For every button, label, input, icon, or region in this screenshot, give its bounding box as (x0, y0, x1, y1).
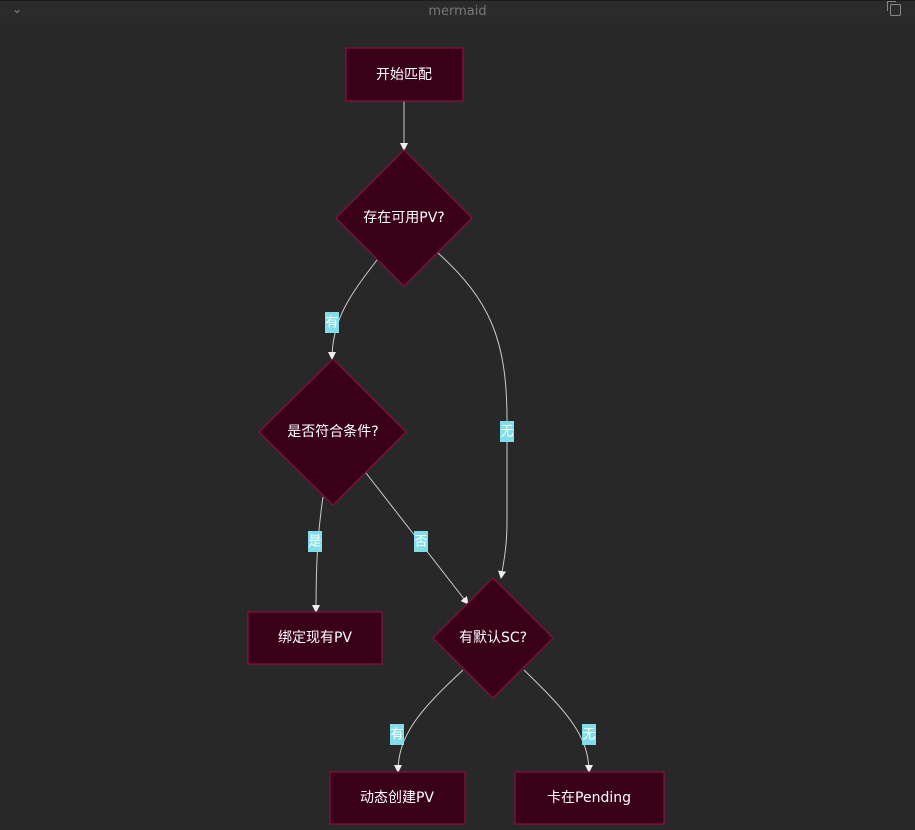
window-title: mermaid (428, 4, 487, 19)
svg-text:无: 无 (582, 728, 595, 743)
svg-text:否: 否 (414, 535, 427, 550)
svg-text:无: 无 (500, 425, 513, 440)
svg-text:存在可用PV?: 存在可用PV? (363, 210, 444, 226)
chevron-down-icon[interactable]: ⌄ (12, 2, 23, 16)
node-default-sc: 有默认SC? (432, 577, 554, 699)
edge-sc-yes (394, 669, 464, 773)
svg-text:是否符合条件?: 是否符合条件? (287, 423, 378, 440)
edge-has-pv-no (437, 252, 508, 579)
edge-sc-no (523, 669, 593, 773)
edge-matches-yes (312, 496, 324, 613)
svg-text:绑定现有PV: 绑定现有PV (278, 630, 352, 646)
edge-has-pv-yes (328, 259, 378, 360)
copy-icon[interactable] (887, 1, 901, 16)
node-dynamic: 动态创建PV (329, 771, 466, 825)
edge-label-has-pv-yes: 有 (325, 312, 339, 333)
edge-label-sc-yes: 有 (390, 724, 404, 745)
node-bind: 绑定现有PV (247, 611, 383, 665)
svg-text:有: 有 (325, 316, 338, 331)
svg-text:有默认SC?: 有默认SC? (459, 630, 527, 646)
svg-text:卡在Pending: 卡在Pending (547, 790, 631, 806)
node-pending: 卡在Pending (514, 771, 665, 825)
svg-text:有: 有 (390, 728, 403, 743)
edge-label-matches-yes: 是 (308, 531, 322, 552)
svg-text:是: 是 (308, 535, 321, 550)
title-bar: ⌄ mermaid (0, 0, 915, 23)
edge-label-matches-no: 否 (414, 531, 428, 552)
svg-text:开始匹配: 开始匹配 (376, 67, 432, 83)
edge-label-sc-no: 无 (582, 724, 596, 745)
node-start: 开始匹配 (345, 47, 464, 102)
node-matches: 是否符合条件? (258, 358, 407, 506)
node-has-pv: 存在可用PV? (335, 149, 473, 287)
edge-label-has-pv-no: 无 (500, 421, 514, 442)
svg-text:动态创建PV: 动态创建PV (360, 790, 434, 806)
